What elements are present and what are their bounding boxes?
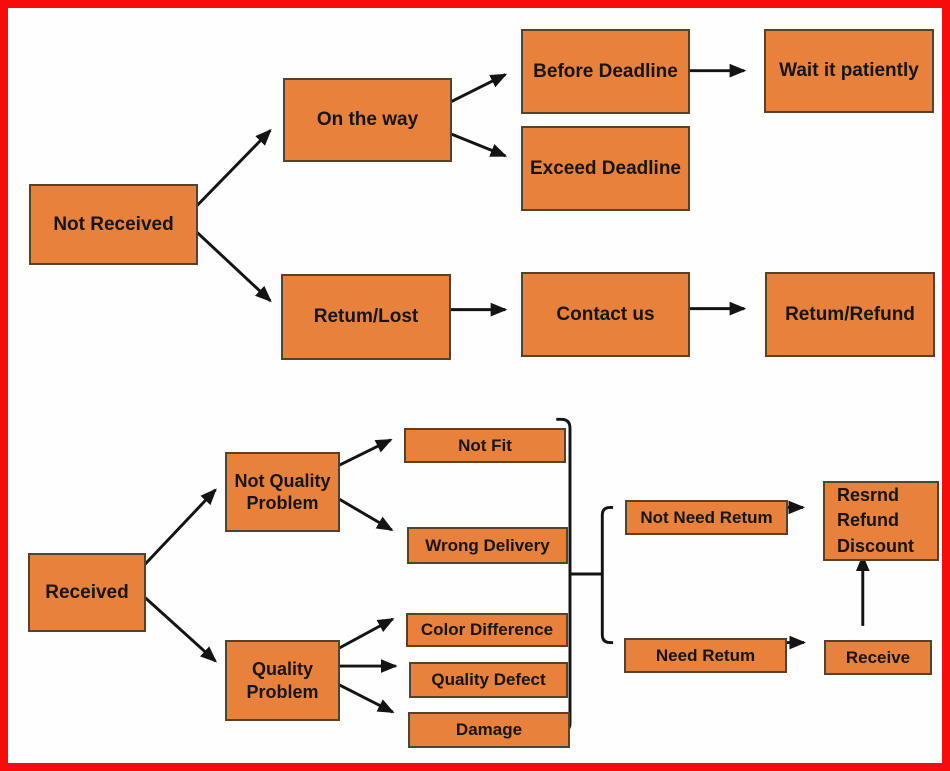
arrow-not-quality-problem-to-not-fit [334,438,393,469]
arrow-quality-problem-to-damage [334,681,395,714]
node-resrnd-refund-discount: Resrnd Refund Discount [823,481,939,561]
arrow-received-to-quality-problem [144,596,217,663]
node-not-quality-problem: Not Quality Problem [225,452,340,532]
node-quality-problem: Quality Problem [225,640,340,721]
node-not-need-retum: Not Need Retum [625,500,788,535]
arrow-on-the-way-to-before-deadline [443,73,508,107]
node-color-difference: Color Difference [406,613,568,647]
node-need-retum: Need Retum [624,638,787,673]
arrow-not-received-to-retum-lost [194,230,272,303]
node-before-deadline: Before Deadline [521,29,690,114]
bracket-return-split [600,505,614,645]
node-retum-lost: Retum/Lost [281,274,451,360]
arrow-quality-problem-to-color-difference [334,617,395,652]
node-wrong-delivery: Wrong Delivery [407,527,568,564]
node-not-fit: Not Fit [404,428,566,463]
node-contact-us: Contact us [521,272,690,357]
node-wait-it-patiently: Wait it patiently [764,29,934,113]
arrow-not-received-to-on-the-way [194,129,272,208]
node-received: Received [28,553,146,632]
arrow-not-quality-problem-to-wrong-delivery [334,495,394,532]
node-damage: Damage [408,712,570,748]
node-retum-refund: Retum/Refund [765,272,935,357]
node-not-received: Not Received [29,184,198,265]
node-exceed-deadline: Exceed Deadline [521,126,690,211]
node-quality-defect: Quality Defect [409,662,568,698]
arrow-received-to-not-quality-problem [143,488,217,566]
node-receive: Receive [824,640,932,675]
connector-layer [143,63,870,734]
arrow-on-the-way-to-exceed-deadline [444,130,508,158]
node-on-the-way: On the way [283,78,452,162]
